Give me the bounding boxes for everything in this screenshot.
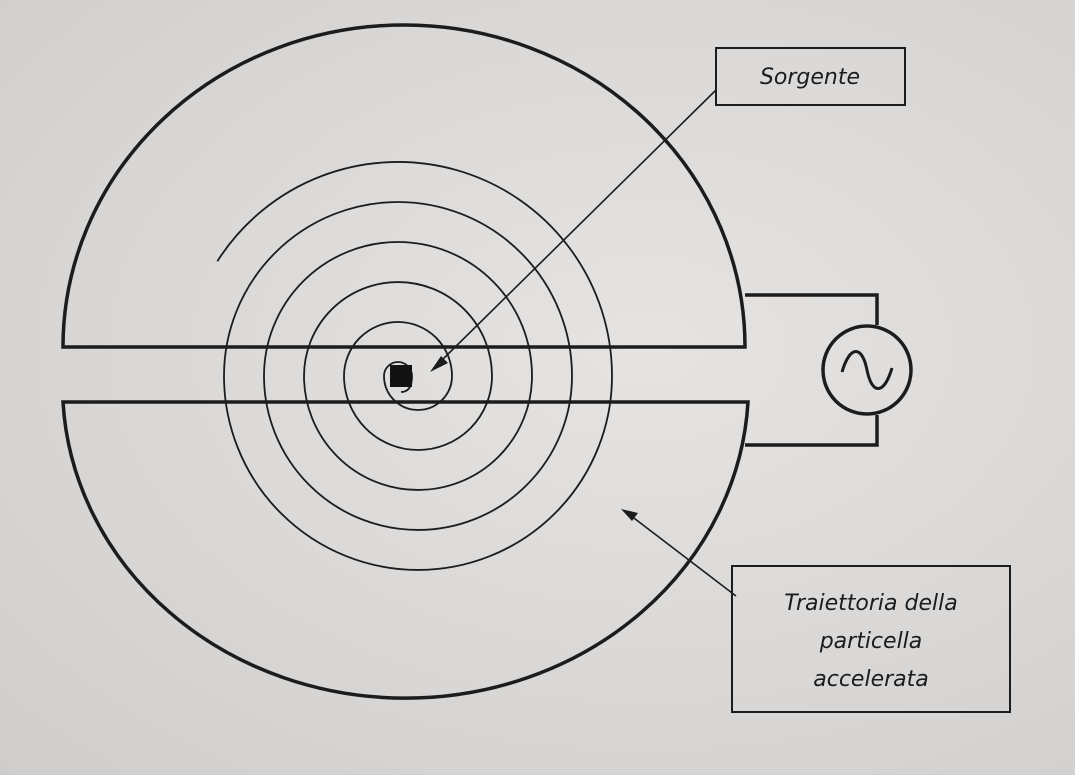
trajectory-arrow [629, 514, 737, 597]
upper-dee [61, 23, 747, 349]
source-label-box [715, 47, 906, 106]
particle-trajectory-spiral [216, 161, 613, 571]
trajectory-label-line2: particella [819, 629, 923, 654]
source-block [390, 365, 412, 387]
lower-dee [61, 400, 750, 700]
trajectory-label-line1: Traiettoria della [784, 591, 957, 616]
source-arrow [439, 89, 717, 363]
upper-wire [745, 293, 879, 325]
source-label: Sorgente [760, 65, 860, 90]
lower-wire [745, 415, 879, 447]
ac-source-circle [821, 324, 913, 416]
trajectory-arrowhead [621, 509, 638, 521]
trajectory-label-box [731, 565, 1011, 713]
trajectory-label-line3: accelerata [813, 667, 929, 692]
source-arrowhead [430, 356, 448, 372]
alternating-current-source-icon [840, 350, 894, 390]
